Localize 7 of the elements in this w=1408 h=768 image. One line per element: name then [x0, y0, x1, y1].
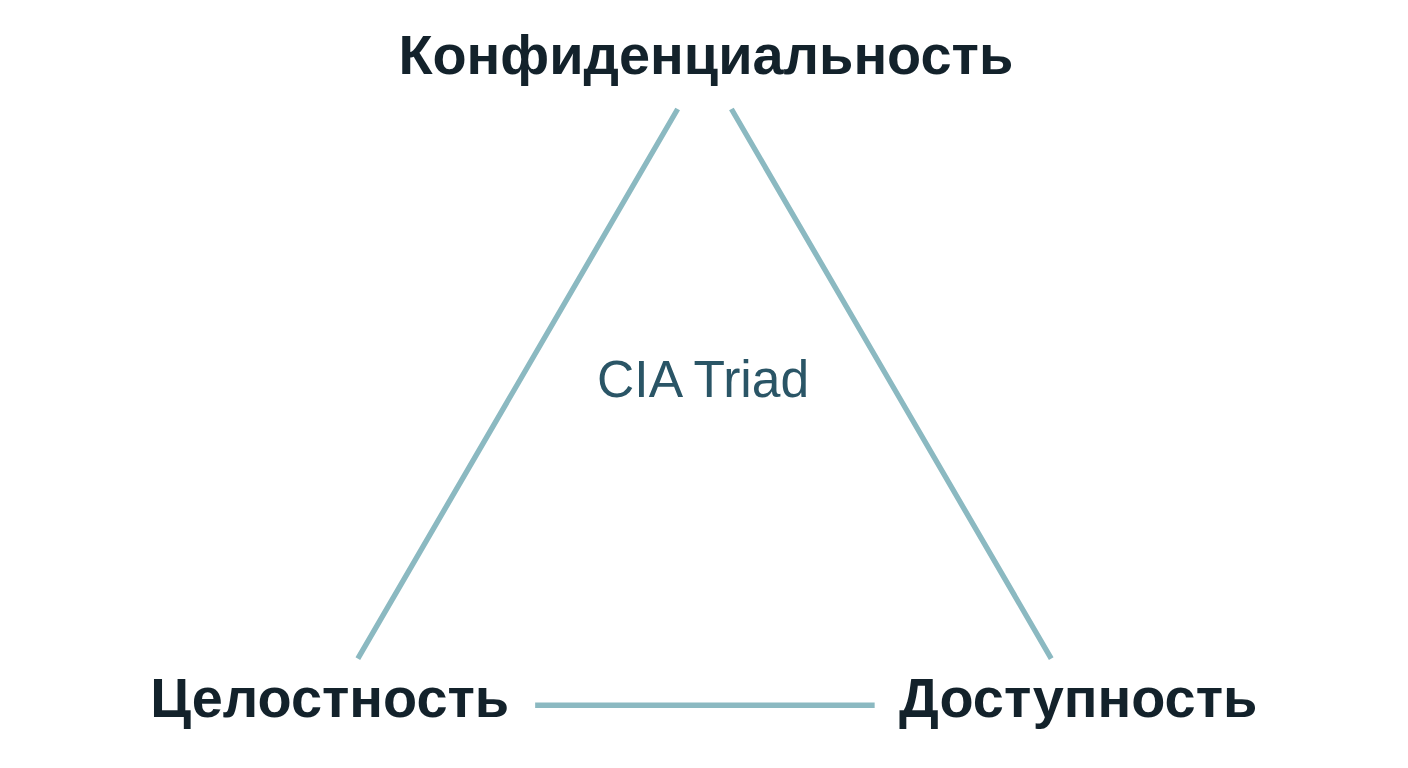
connector [355, 107, 680, 660]
node-text: Целостность [150, 665, 510, 729]
node-text: Доступность [898, 665, 1258, 729]
connector [535, 702, 875, 708]
label: CIA Triad [597, 350, 810, 409]
node-text: Конфиденциальность [398, 23, 1014, 87]
connector [729, 107, 1054, 660]
